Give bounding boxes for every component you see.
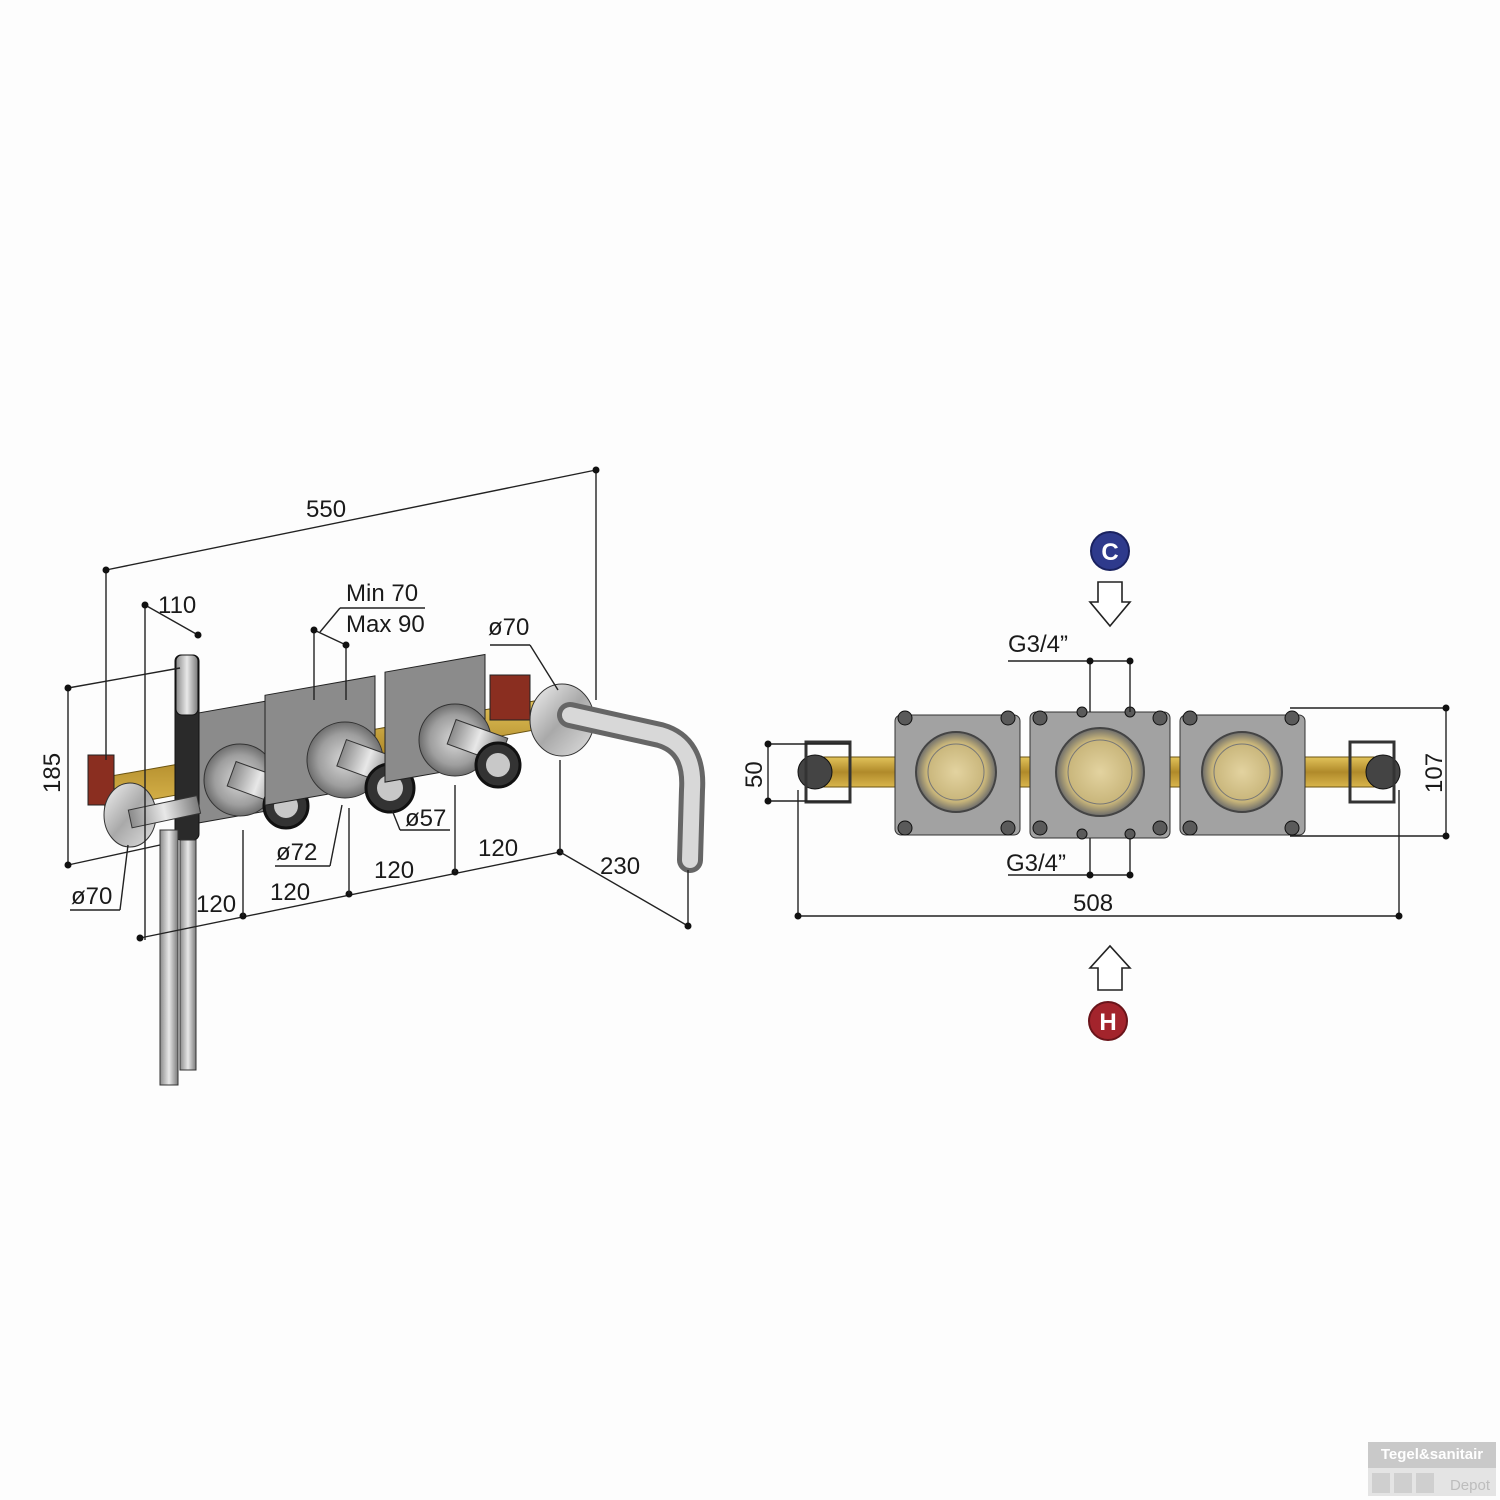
dim-overall-width: 550 [306,496,346,523]
dim-handshower-rosette: ø70 [71,883,112,910]
hot-inlet-arrow-icon [1088,944,1132,991]
dim-height: 185 [39,753,66,793]
right-end-cap [1365,754,1401,790]
dim-depth-max: Max 90 [346,611,425,638]
mounting-plate-right [1179,714,1306,836]
hot-marker-label: H [1099,1009,1116,1036]
dim-handle-diameter: ø57 [405,805,446,832]
dim-spacing-2: 120 [270,879,310,906]
valve-box-3 [384,653,522,789]
left-dimension-lines [64,466,692,942]
valve-box-2 [264,675,416,814]
dim-total-length: 508 [1073,890,1113,917]
left-mounting-bracket [87,754,115,806]
dim-inlet-top: G3/4” [1008,631,1068,658]
plate-clips [897,706,1300,840]
bath-spout [529,683,706,873]
dim-spacing-1: 120 [196,891,236,918]
watermark-line-1: Tegel&sanitair [1368,1442,1496,1468]
right-dimension-lines [764,657,1450,920]
watermark-line-2: Depot [1449,1477,1490,1494]
right-mounting-bracket [489,674,531,721]
dim-height-right: 107 [1421,753,1448,793]
dim-depth: 50 [741,761,768,788]
hot-marker-icon: H [1088,1001,1128,1041]
left-bracket [804,740,852,804]
dim-shower-offset: 110 [158,592,196,619]
right-bracket [1348,740,1396,804]
dim-spacing-3: 120 [374,857,414,884]
left-isometric-view: 550 110 Min 70 Max 90 ø70 185 ø70 ø72 ø5… [39,466,706,1086]
mounting-plate-left [894,714,1021,836]
cold-marker-label: C [1101,539,1118,566]
dim-spout-length: 230 [600,853,640,880]
hand-shower [159,654,200,1086]
watermark-logo: Tegel&sanitair Depot [1368,1442,1496,1496]
dim-spacing-4: 120 [478,835,518,862]
dim-spout-rosette: ø70 [488,614,529,641]
dim-depth-min: Min 70 [346,580,418,607]
mounting-plate-center [1029,711,1171,839]
dim-inlet-bottom: G3/4” [1006,850,1066,877]
cold-marker-icon: C [1090,531,1130,571]
watermark-cells [1372,1473,1434,1493]
cold-inlet-arrow-icon [1088,581,1132,628]
shower-wall-outlet [103,782,202,848]
dim-valve-rosette: ø72 [276,839,317,866]
right-top-view: C H G3/4” G3/4” 50 107 508 [741,531,1450,1041]
left-end-cap [797,754,833,790]
